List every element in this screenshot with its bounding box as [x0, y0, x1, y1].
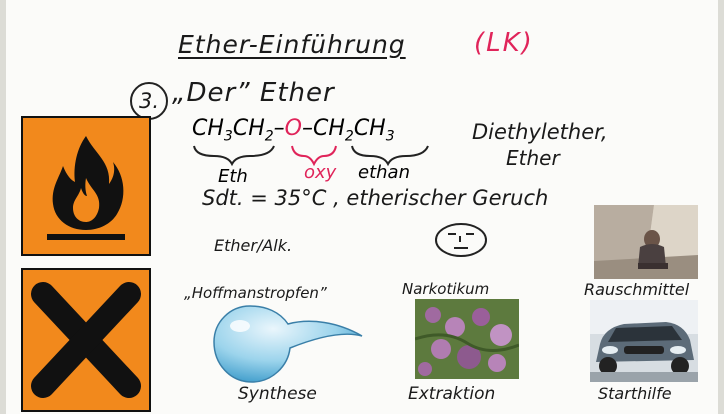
structural-formula: CH3CH2–O–CH2CH3 — [192, 116, 395, 144]
harmful-hazard-sign — [21, 268, 151, 412]
formula-braces — [193, 145, 429, 167]
flame-hazard-icon — [47, 136, 125, 240]
section-number: 3. — [130, 82, 168, 120]
starthilfe-photo — [590, 300, 698, 382]
formula-label-ethan: ethan — [358, 162, 410, 183]
name-ether: Ether — [506, 146, 560, 170]
formula-dash: – — [273, 116, 285, 141]
note-ether-alk: Ether/Alk. — [214, 236, 293, 255]
label-starthilfe: Starthilfe — [598, 384, 672, 403]
formula-oxygen: O — [284, 116, 302, 141]
rauschmittel-photo — [594, 205, 698, 279]
name-diethylether: Diethylether, — [472, 120, 608, 144]
label-synthese: Synthese — [238, 384, 317, 404]
x-hazard-icon — [31, 282, 141, 398]
title-tag: (LK) — [474, 28, 534, 58]
formula-ethyl-left: CH3CH2 — [192, 116, 274, 145]
formula-ethyl-right: CH2CH3 — [312, 116, 395, 145]
formula-label-eth: Eth — [218, 166, 248, 187]
label-hoffmanstropfen: „Hoffmanstropfen” — [184, 284, 327, 302]
section-title: „Der” Ether — [172, 78, 335, 108]
narkotikum-photo — [415, 299, 519, 379]
neutral-face-icon — [435, 223, 487, 257]
label-rauschmittel: Rauschmittel — [584, 280, 690, 299]
flammable-hazard-sign — [21, 116, 151, 256]
formula-label-oxy: oxy — [304, 162, 337, 183]
droplet-flask-illustration — [213, 305, 363, 383]
label-narkotikum: Narkotikum — [402, 280, 490, 298]
page-title: Ether-Einführung — [178, 30, 406, 59]
properties-line: Sdt. = 35°C , etherischer Geruch — [202, 186, 549, 210]
label-extraktion: Extraktion — [408, 384, 496, 404]
formula-dash: – — [301, 116, 313, 141]
